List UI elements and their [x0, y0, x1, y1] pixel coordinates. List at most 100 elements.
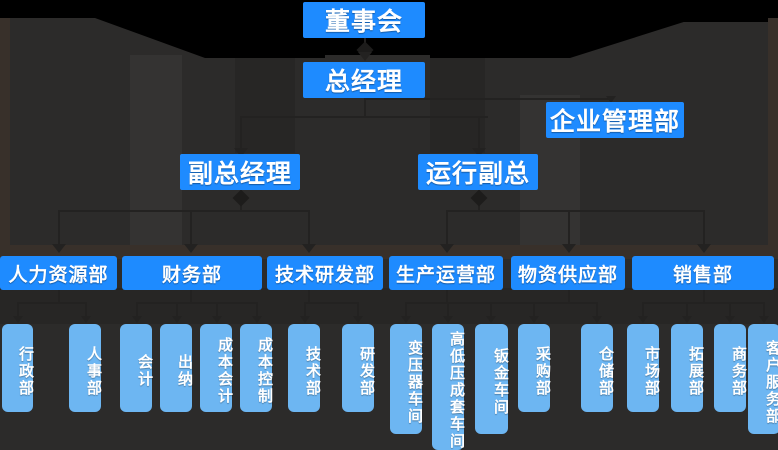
node-enterprise-management[interactable]: 企业管理部 [546, 102, 684, 138]
section-purchasing[interactable]: 采购部 [518, 324, 551, 412]
section-accounting[interactable]: 会计 [120, 324, 153, 412]
section-customer-service[interactable]: 客户服务部 [748, 324, 778, 434]
section-transformer-workshop-label: 变压器车间 [406, 339, 423, 425]
connector-arrow-sec-11 [486, 316, 496, 323]
backdrop-right-strip [768, 18, 778, 250]
connector-arrow-sec-2 [81, 316, 91, 323]
connector-fin-3 [216, 302, 218, 322]
connector-sales-2 [686, 302, 688, 322]
dept-human-resources-label: 人力资源部 [8, 264, 109, 286]
connector-sales-down [703, 290, 705, 302]
connector-arrow-sales [697, 244, 711, 253]
node-deputy-general-manager-label: 副总经理 [187, 160, 292, 188]
connector-hr-down [58, 290, 60, 302]
connector-arrow-ops-vice [472, 148, 486, 157]
connector-gm-down [364, 98, 366, 116]
node-board-label: 董事会 [324, 8, 403, 36]
connector-prod-2 [447, 302, 449, 322]
connector-tech-down [308, 290, 310, 302]
connector-fin-bus [136, 302, 256, 304]
section-research-development[interactable]: 研发部 [342, 324, 375, 412]
section-technology[interactable]: 技术部 [288, 324, 321, 412]
connector-prod-1 [405, 302, 407, 322]
section-personnel[interactable]: 人事部 [69, 324, 102, 412]
connector-arrow-sec-8 [353, 316, 363, 323]
connector-hr-1 [17, 302, 19, 322]
dept-finance-label: 财务部 [161, 264, 222, 286]
connector-to-hr [58, 210, 60, 252]
dept-sales[interactable]: 销售部 [632, 256, 774, 290]
connector-arrow-sec-13 [592, 316, 602, 323]
dept-production-operations-label: 生产运营部 [395, 264, 496, 286]
backdrop-wedge-right [430, 0, 690, 58]
dept-tech-rd[interactable]: 技术研发部 [267, 256, 383, 290]
section-warehouse-label: 仓储部 [597, 345, 614, 397]
section-marketing[interactable]: 市场部 [627, 324, 660, 412]
connector-supply-2 [596, 302, 598, 322]
dept-production-operations[interactable]: 生产运营部 [389, 256, 503, 290]
dept-human-resources[interactable]: 人力资源部 [0, 256, 117, 290]
connector-prod-bus [405, 302, 533, 304]
section-cashier[interactable]: 出纳 [160, 324, 193, 412]
connector-gm-to-em-h [364, 98, 612, 100]
node-operations-vice[interactable]: 运行副总 [418, 154, 538, 190]
section-personnel-label: 人事部 [85, 345, 102, 397]
connector-fin-down [190, 290, 192, 302]
section-cost-control[interactable]: 成本控制 [240, 324, 273, 412]
connector-prod-down [446, 290, 448, 302]
section-hv-lv-assembly-workshop[interactable]: 高低压成套车间 [432, 324, 465, 450]
connector-to-tech-rd [308, 210, 310, 252]
backdrop-panel-c [430, 58, 485, 153]
connector-arrow-sec-10 [443, 316, 453, 323]
dept-material-supply[interactable]: 物资供应部 [511, 256, 625, 290]
section-business-affairs[interactable]: 商务部 [714, 324, 747, 412]
connector-arrow-sec-14 [638, 316, 648, 323]
section-warehouse[interactable]: 仓储部 [581, 324, 614, 412]
connector-tech-2 [357, 302, 359, 322]
section-cost-accounting[interactable]: 成本会计 [200, 324, 233, 412]
section-sheet-metal-workshop[interactable]: 钣金车间 [475, 324, 509, 434]
connector-arrow-gm [358, 52, 372, 61]
node-board[interactable]: 董事会 [303, 2, 425, 38]
connector-node-deputy [232, 189, 250, 207]
connector-to-supply [568, 210, 570, 252]
backdrop-leaf-band [0, 288, 778, 324]
connector-tech-1 [304, 302, 306, 322]
dept-finance[interactable]: 财务部 [122, 256, 262, 290]
connector-arrow-hr [52, 244, 66, 253]
section-purchasing-label: 采购部 [534, 345, 551, 397]
node-operations-vice-label: 运行副总 [425, 160, 530, 188]
connector-arrow-sec-6 [252, 316, 262, 323]
connector-supply-bus [533, 302, 597, 304]
connector-to-deputy-gm [240, 116, 242, 154]
dept-material-supply-label: 物资供应部 [517, 264, 618, 286]
connector-sales-4 [763, 302, 765, 322]
connector-arrow-production [440, 244, 454, 253]
node-deputy-general-manager[interactable]: 副总经理 [180, 154, 300, 190]
node-general-manager-label: 总经理 [324, 68, 403, 96]
section-expansion[interactable]: 拓展部 [671, 324, 704, 412]
connector-sales-1 [642, 302, 644, 322]
node-general-manager[interactable]: 总经理 [303, 62, 425, 98]
connector-to-ops-vice [478, 116, 480, 154]
section-transformer-workshop[interactable]: 变压器车间 [390, 324, 423, 434]
connector-deputy-bus [58, 210, 308, 212]
connector-arrow-sec-7 [300, 316, 310, 323]
backdrop-panel-b [235, 58, 295, 153]
section-administration-label: 行政部 [17, 345, 34, 397]
connector-tech-bus [304, 302, 358, 304]
connector-arrow-sec-3 [132, 316, 142, 323]
connector-sales-bus [642, 302, 764, 304]
connector-fin-1 [136, 302, 138, 322]
section-expansion-label: 拓展部 [687, 345, 704, 397]
backdrop-left-strip [0, 18, 10, 253]
section-cost-control-label: 成本控制 [256, 337, 273, 405]
connector-arrow-sec-9 [401, 316, 411, 323]
section-research-development-label: 研发部 [358, 345, 375, 397]
connector-arrow-sec-17 [759, 316, 769, 323]
section-administration[interactable]: 行政部 [2, 324, 34, 412]
connector-arrow-finance [184, 244, 198, 253]
connector-arrow-sec-16 [725, 316, 735, 323]
connector-sales-3 [729, 302, 731, 322]
backdrop-wedge-left [95, 0, 325, 58]
